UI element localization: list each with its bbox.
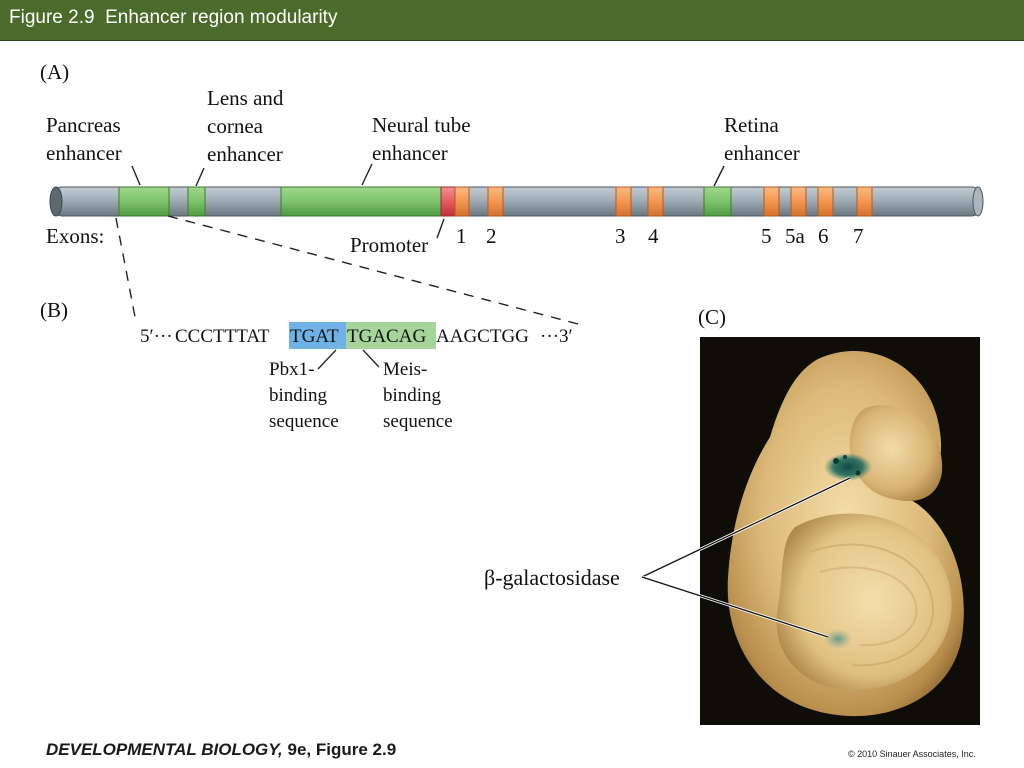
gene-bar xyxy=(49,186,984,217)
exon-2-segment xyxy=(487,186,504,217)
pbx-leader xyxy=(317,349,337,370)
pbx1-binding-label: Pbx1- binding sequence xyxy=(269,359,339,432)
meis-binding-label: Meis- binding sequence xyxy=(383,359,453,432)
embryo-photo xyxy=(700,337,980,725)
book-edition: 9e, Figure 2.9 xyxy=(282,740,397,759)
exon-label-2: 2 xyxy=(486,224,497,248)
exon-label-6: 6 xyxy=(818,224,829,248)
exon-label-3: 3 xyxy=(615,224,626,248)
five-prime-end: 5′··· xyxy=(140,326,173,347)
lens-leader xyxy=(195,167,205,187)
three-prime-end: ···3′ xyxy=(540,326,573,347)
stain-pointer-lines xyxy=(641,476,851,639)
meis-site: TGACAG xyxy=(347,326,426,347)
exon-label-5a: 5a xyxy=(785,224,806,248)
book-title: DEVELOPMENTAL BIOLOGY, xyxy=(46,740,283,759)
dna-sequence: 5′··· CCCTTTAT TGAT TGACAG AAGCTGG ···3′ xyxy=(140,326,573,347)
exon-label-4: 4 xyxy=(648,224,659,248)
promoter-leader xyxy=(436,218,445,239)
enhancer-leader-lines xyxy=(131,163,725,187)
pbx-highlight xyxy=(289,322,346,349)
exon-number-labels: 1 2 3 4 5 5a 6 7 xyxy=(456,224,864,248)
exon-5a-segment xyxy=(790,186,807,217)
sequence-right: AAGCTGG xyxy=(436,326,529,347)
title-bar: Figure 2.9 Enhancer region modularity xyxy=(0,0,1024,41)
meis-highlight xyxy=(346,322,436,349)
pancreas-enhancer-segment xyxy=(118,186,170,217)
pbx1-site: TGAT xyxy=(290,326,339,347)
exon-label-5: 5 xyxy=(761,224,772,248)
exon-3-segment xyxy=(615,186,632,217)
panel-c-label: (C) xyxy=(698,305,726,329)
retina-leader xyxy=(713,165,725,187)
exon-4-segment xyxy=(647,186,664,217)
retina-enhancer-label: Retina enhancer xyxy=(724,113,800,165)
footer-book-credit: DEVELOPMENTAL BIOLOGY, 9e, Figure 2.9 xyxy=(46,740,396,760)
panel-b-label: (B) xyxy=(40,298,68,322)
slide-title: Figure 2.9 Enhancer region modularity xyxy=(9,7,338,28)
exon-6-segment xyxy=(817,186,834,217)
sequence-left: CCCTTTAT xyxy=(175,326,270,347)
exons-label: Exons: xyxy=(46,224,104,248)
exon-label-7: 7 xyxy=(853,224,864,248)
pancreas-enhancer-label: Pancreas enhancer xyxy=(46,113,126,165)
neural-leader xyxy=(361,163,373,186)
pancreas-leader xyxy=(131,165,141,186)
exon-1-segment xyxy=(454,186,470,217)
lens-cornea-enhancer-label: Lens and cornea enhancer xyxy=(207,86,289,166)
meis-leader xyxy=(362,349,380,368)
promoter-label: Promoter xyxy=(350,233,428,257)
embryo-head xyxy=(849,405,943,502)
panel-a-label: (A) xyxy=(40,60,69,84)
footer-copyright: © 2010 Sinauer Associates, Inc. xyxy=(848,749,976,759)
exon-label-1: 1 xyxy=(456,224,467,248)
neural-tube-enhancer-segment xyxy=(280,186,442,217)
lens-cornea-enhancer-segment xyxy=(187,186,206,217)
exon-7-segment xyxy=(856,186,873,217)
retina-enhancer-segment xyxy=(703,186,732,217)
beta-galactosidase-label: β-galactosidase xyxy=(484,565,620,590)
pancreas-stain xyxy=(824,629,852,649)
exon-5-segment xyxy=(763,186,780,217)
embryo-tail xyxy=(776,513,952,690)
neural-tube-enhancer-label: Neural tube enhancer xyxy=(372,113,476,165)
